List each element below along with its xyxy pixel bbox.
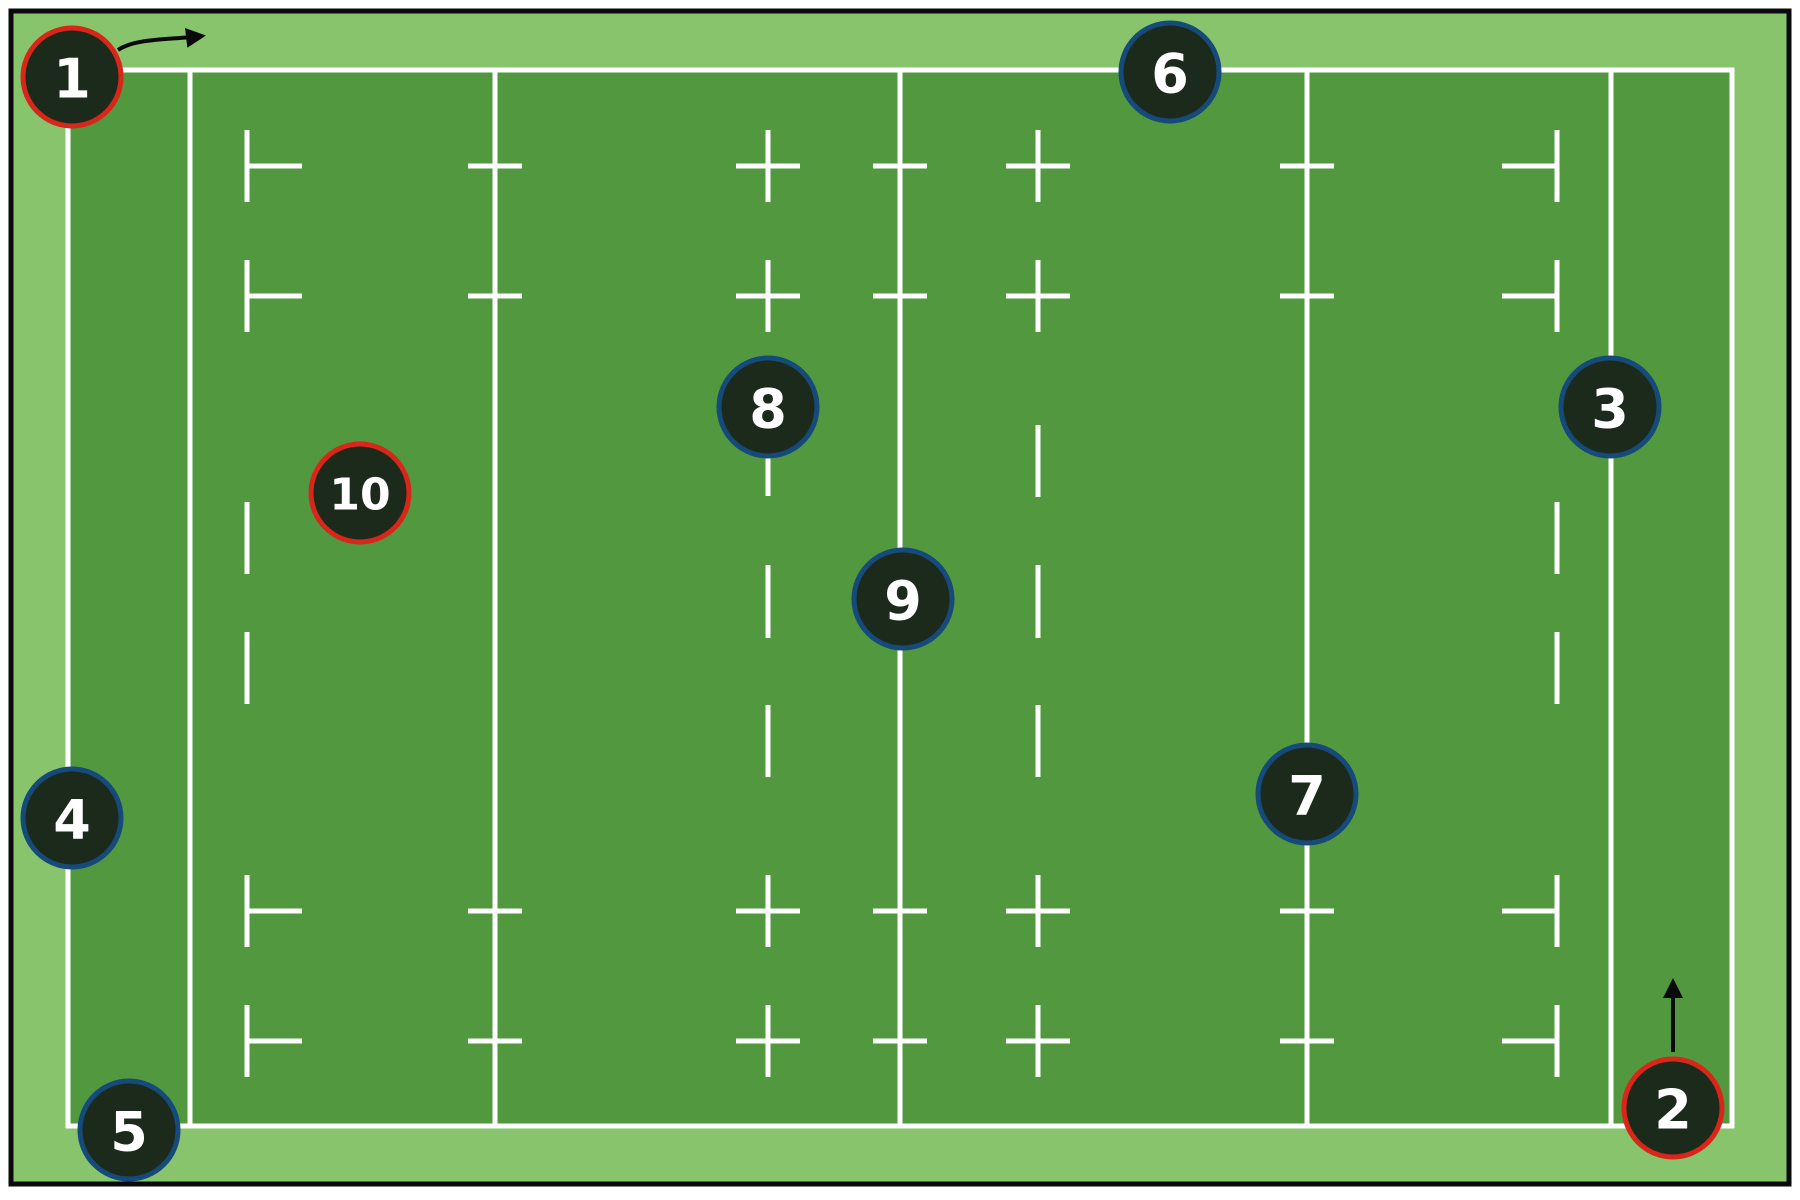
player-token-circle [20, 766, 124, 870]
player-token-4: 4 [20, 766, 124, 870]
player-token-2: 2 [1621, 1056, 1725, 1160]
player-number-label: 5 [110, 1101, 148, 1164]
player-token-circle [1558, 355, 1662, 459]
player-number-label: 6 [1151, 43, 1189, 106]
player-number-label: 9 [884, 570, 922, 633]
player-token-6: 6 [1118, 20, 1222, 124]
player-token-circle [716, 355, 820, 459]
player-token-circle [77, 1078, 181, 1182]
movement-arrows [116, 27, 1683, 1052]
player-token-5: 5 [77, 1078, 181, 1182]
player-number-label: 7 [1288, 765, 1326, 828]
player-token-7: 7 [1255, 742, 1359, 846]
player-token-10: 10 [308, 441, 412, 545]
movement-arrow-player-1 [116, 27, 206, 52]
player-token-circle [1118, 20, 1222, 124]
player-token-circle [308, 441, 412, 545]
player-token-circle [20, 25, 124, 129]
player-token-9: 9 [851, 547, 955, 651]
player-tokens: 1 2 3 4 5 6 7 8 9 10 [20, 20, 1725, 1182]
player-number-label: 2 [1654, 1079, 1692, 1142]
player-number-label: 8 [749, 378, 787, 441]
player-token-circle [1255, 742, 1359, 846]
player-token-circle [1621, 1056, 1725, 1160]
player-token-3: 3 [1558, 355, 1662, 459]
player-token-1: 1 [20, 25, 124, 129]
player-token-8: 8 [716, 355, 820, 459]
player-number-label: 1 [53, 48, 91, 111]
pitch-markings [244, 130, 1560, 1077]
player-number-label: 10 [329, 470, 390, 521]
player-number-label: 3 [1591, 378, 1629, 441]
player-token-circle [851, 547, 955, 651]
player-number-label: 4 [53, 789, 91, 852]
